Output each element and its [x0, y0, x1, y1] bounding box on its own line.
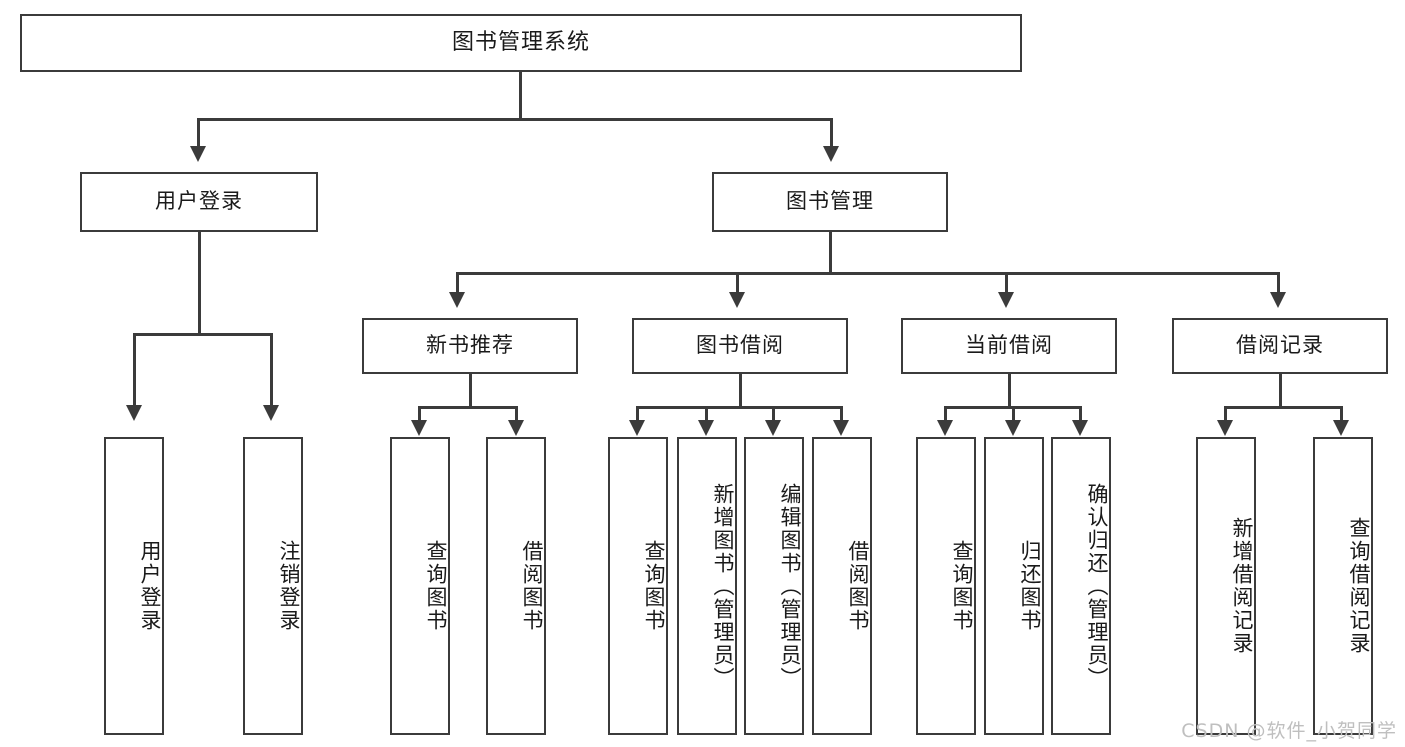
- connector-cb-c3: [1079, 406, 1082, 422]
- connector-new-book-rec-stem: [469, 374, 472, 408]
- connector-nbr-c1: [418, 406, 421, 422]
- connector-borrow-record-stem: [1279, 374, 1282, 408]
- node-current-borrow[interactable]: 当前借阅: [901, 318, 1117, 374]
- arrow-to-user-login-icon: [190, 146, 206, 162]
- watermark: CSDN @软件_小贺同学: [1181, 720, 1397, 742]
- node-leaf-user-login-label: 用户登录: [138, 540, 162, 632]
- node-leaf-borrow-book-1[interactable]: 借阅图书: [486, 437, 546, 735]
- arrow-to-new-book-rec-icon: [449, 292, 465, 308]
- node-leaf-return-book-label: 归还图书: [1018, 540, 1042, 632]
- arrow-leaf-edit-book-icon: [765, 420, 781, 436]
- arrow-leaf-borrow-book-2-icon: [833, 420, 849, 436]
- node-leaf-query-record[interactable]: 查询借阅记录: [1313, 437, 1373, 735]
- arrow-leaf-confirm-return-icon: [1072, 420, 1088, 436]
- node-leaf-query-book-1-label: 查询图书: [424, 540, 448, 632]
- arrow-leaf-query-book-2-icon: [629, 420, 645, 436]
- node-current-borrow-label: 当前借阅: [965, 333, 1053, 358]
- arrow-to-borrow-record-icon: [1270, 292, 1286, 308]
- node-leaf-add-record[interactable]: 新增借阅记录: [1196, 437, 1256, 735]
- node-leaf-query-book-2-label: 查询图书: [642, 540, 666, 632]
- node-leaf-add-book-label: 新增图书（管理员）: [711, 482, 735, 690]
- connector-bb-c1: [636, 406, 639, 422]
- arrow-leaf-borrow-book-1-icon: [508, 420, 524, 436]
- connector-book-borrow-stem: [739, 374, 742, 408]
- connector-root-stem: [519, 72, 522, 120]
- connector-br-c1: [1224, 406, 1227, 422]
- node-root-label: 图书管理系统: [451, 29, 590, 55]
- arrow-to-book-manage-icon: [823, 146, 839, 162]
- node-leaf-logout[interactable]: 注销登录: [243, 437, 303, 735]
- node-book-borrow[interactable]: 图书借阅: [632, 318, 848, 374]
- node-leaf-query-book-1[interactable]: 查询图书: [390, 437, 450, 735]
- node-book-manage-label: 图书管理: [786, 189, 874, 214]
- connector-br-c2: [1340, 406, 1343, 422]
- connector-nbr-c2: [515, 406, 518, 422]
- connector-current-borrow-stem: [1008, 374, 1011, 408]
- node-borrow-record-label: 借阅记录: [1236, 333, 1324, 358]
- arrow-leaf-user-login-icon: [126, 405, 142, 421]
- node-leaf-confirm-return[interactable]: 确认归还（管理员）: [1051, 437, 1111, 735]
- connector-cb-c2: [1012, 406, 1015, 422]
- node-leaf-confirm-return-label: 确认归还（管理员）: [1085, 482, 1109, 690]
- node-book-manage[interactable]: 图书管理: [712, 172, 948, 232]
- node-leaf-edit-book[interactable]: 编辑图书（管理员）: [744, 437, 804, 735]
- connector-to-user-login: [197, 118, 200, 148]
- arrow-leaf-return-book-icon: [1005, 420, 1021, 436]
- connector-cb-c1: [944, 406, 947, 422]
- node-root[interactable]: 图书管理系统: [20, 14, 1022, 72]
- connector-to-new-book-rec: [456, 272, 459, 294]
- connector-to-book-manage: [830, 118, 833, 148]
- arrow-leaf-query-book-1-icon: [411, 420, 427, 436]
- node-leaf-query-book-3-label: 查询图书: [950, 540, 974, 632]
- connector-book-manage-bar: [456, 272, 1280, 275]
- node-leaf-query-record-label: 查询借阅记录: [1347, 517, 1371, 655]
- connector-root-bar: [197, 118, 833, 121]
- node-leaf-return-book[interactable]: 归还图书: [984, 437, 1044, 735]
- connector-user-login-bar: [133, 333, 272, 336]
- connector-borrow-record-bar: [1224, 406, 1343, 409]
- connector-new-book-rec-bar: [418, 406, 518, 409]
- connector-user-login-stem: [198, 232, 201, 336]
- connector-bb-c2: [705, 406, 708, 422]
- node-leaf-borrow-book-2[interactable]: 借阅图书: [812, 437, 872, 735]
- node-book-borrow-label: 图书借阅: [696, 333, 784, 358]
- arrow-to-current-borrow-icon: [998, 292, 1014, 308]
- arrow-to-book-borrow-icon: [729, 292, 745, 308]
- arrow-leaf-add-book-icon: [698, 420, 714, 436]
- arrow-leaf-query-record-icon: [1333, 420, 1349, 436]
- node-leaf-borrow-book-2-label: 借阅图书: [846, 540, 870, 632]
- node-leaf-add-book[interactable]: 新增图书（管理员）: [677, 437, 737, 735]
- node-new-book-rec[interactable]: 新书推荐: [362, 318, 578, 374]
- connector-user-login-left: [133, 333, 136, 407]
- node-user-login[interactable]: 用户登录: [80, 172, 318, 232]
- node-leaf-user-login[interactable]: 用户登录: [104, 437, 164, 735]
- arrow-leaf-logout-icon: [263, 405, 279, 421]
- node-borrow-record[interactable]: 借阅记录: [1172, 318, 1388, 374]
- node-leaf-query-book-3[interactable]: 查询图书: [916, 437, 976, 735]
- node-new-book-rec-label: 新书推荐: [426, 333, 514, 358]
- connector-to-current-borrow: [1005, 272, 1008, 294]
- connector-bb-c3: [772, 406, 775, 422]
- node-leaf-add-record-label: 新增借阅记录: [1230, 517, 1254, 655]
- connector-to-borrow-record: [1277, 272, 1280, 294]
- node-leaf-edit-book-label: 编辑图书（管理员）: [778, 482, 802, 690]
- connector-book-manage-stem: [829, 232, 832, 274]
- node-leaf-query-book-2[interactable]: 查询图书: [608, 437, 668, 735]
- arrow-leaf-add-record-icon: [1217, 420, 1233, 436]
- connector-user-login-right: [270, 333, 273, 407]
- connector-book-borrow-bar: [636, 406, 843, 409]
- arrow-leaf-query-book-3-icon: [937, 420, 953, 436]
- node-leaf-borrow-book-1-label: 借阅图书: [520, 540, 544, 632]
- node-leaf-logout-label: 注销登录: [277, 540, 301, 632]
- connector-to-book-borrow: [736, 272, 739, 294]
- node-user-login-label: 用户登录: [155, 189, 243, 214]
- connector-bb-c4: [840, 406, 843, 422]
